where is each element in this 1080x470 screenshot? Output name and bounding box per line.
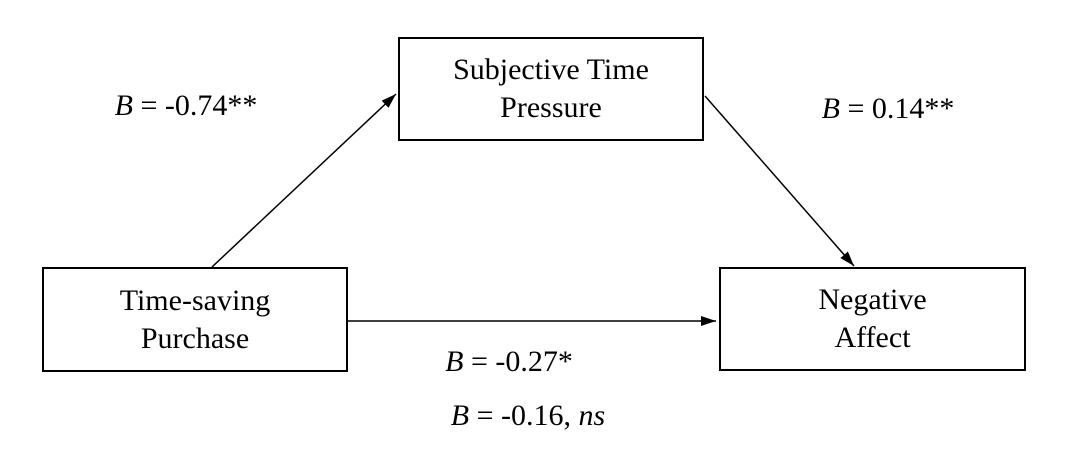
outcome-label-line2: Affect — [834, 321, 911, 354]
coefficient-symbol: B — [114, 89, 133, 122]
coefficient-value: = -0.74** — [132, 89, 258, 122]
path-c-coefficient-label: B = -0.27* — [445, 345, 573, 379]
outcome-label-line1: Negative — [818, 283, 927, 316]
mediator-label-line2: Pressure — [500, 91, 602, 124]
coefficient-value: = -0.27* — [463, 345, 573, 378]
coefficient-value: = 0.14** — [839, 92, 955, 125]
mediator-box: Subjective Time Pressure — [398, 37, 704, 141]
coefficient-symbol: B — [821, 92, 840, 125]
predictor-label-line1: Time-saving — [119, 283, 271, 317]
mediator-label-line1: Subjective Time — [453, 53, 649, 86]
ns-suffix: ns — [578, 399, 606, 432]
predictor-label-line2: Purchase — [140, 321, 250, 355]
path-c-prime-coefficient-label: B = -0.16, ns — [451, 399, 605, 433]
outcome-box: Negative Affect — [719, 267, 1026, 371]
path-b-coefficient-label: B = 0.14** — [822, 92, 955, 126]
path-a-coefficient-label: B = -0.74** — [115, 89, 258, 123]
coefficient-symbol: B — [450, 399, 470, 432]
arrow-mediator-to-outcome — [704, 95, 855, 267]
coefficient-value: = -0.16, — [469, 399, 579, 432]
predictor-box: Time-saving Purchase — [42, 267, 348, 372]
coefficient-symbol: B — [445, 345, 464, 378]
arrow-predictor-to-mediator — [211, 93, 397, 268]
